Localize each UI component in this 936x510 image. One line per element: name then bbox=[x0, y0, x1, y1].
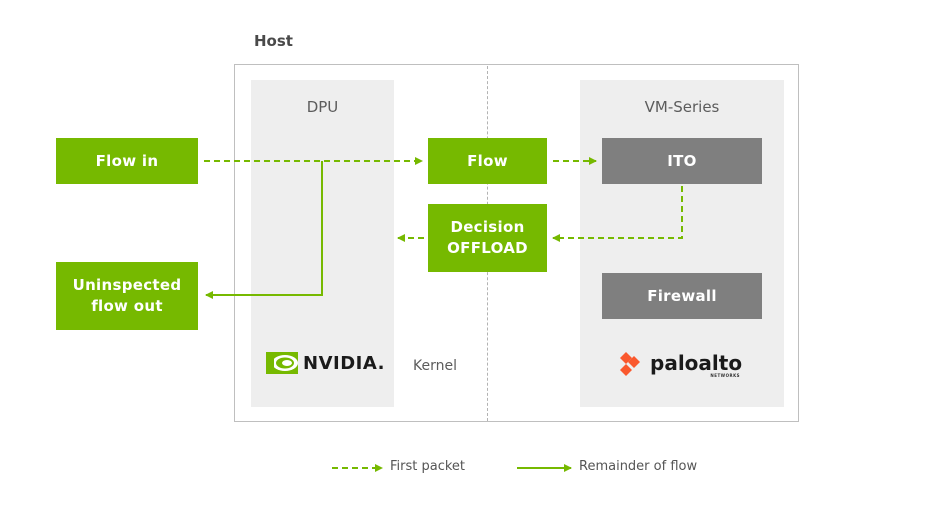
nvidia-logo: NVIDIA. bbox=[266, 352, 385, 374]
legend-remainder: Remainder of flow bbox=[579, 459, 698, 474]
vm-series-title: VM-Series bbox=[644, 98, 720, 116]
vm-series-panel bbox=[580, 80, 784, 407]
paloalto-logo: paloalto NETWORKS bbox=[616, 350, 743, 378]
paloalto-name: paloalto bbox=[650, 351, 743, 375]
host-box bbox=[234, 64, 799, 422]
flow-in-box: Flow in bbox=[56, 138, 198, 184]
remainder-flow-arrow bbox=[205, 161, 323, 299]
decision-line1: Decision bbox=[450, 218, 525, 236]
kernel-label: Kernel bbox=[413, 358, 457, 374]
paloalto-wordmark: paloalto NETWORKS bbox=[650, 351, 743, 378]
firewall-box: Firewall bbox=[602, 273, 762, 319]
uninspected-flow-out-box: Uninspected flow out bbox=[56, 262, 198, 330]
dpu-title: DPU bbox=[306, 98, 339, 116]
decision-line2: OFFLOAD bbox=[447, 239, 528, 257]
uninspected-line2: flow out bbox=[91, 297, 163, 315]
flow-box: Flow bbox=[428, 138, 547, 184]
paloalto-subtext: NETWORKS bbox=[710, 373, 741, 378]
ito-box: ITO bbox=[602, 138, 762, 184]
host-label: Host bbox=[254, 32, 293, 50]
paloalto-mark-icon bbox=[620, 352, 640, 376]
first-packet-arrow-decision bbox=[552, 186, 683, 242]
nvidia-eye-icon bbox=[266, 352, 298, 374]
legend-first-packet: First packet bbox=[390, 459, 466, 474]
nvidia-wordmark: NVIDIA. bbox=[303, 352, 385, 374]
uninspected-line1: Uninspected bbox=[72, 276, 182, 294]
decision-offload-box: Decision OFFLOAD bbox=[428, 204, 547, 272]
